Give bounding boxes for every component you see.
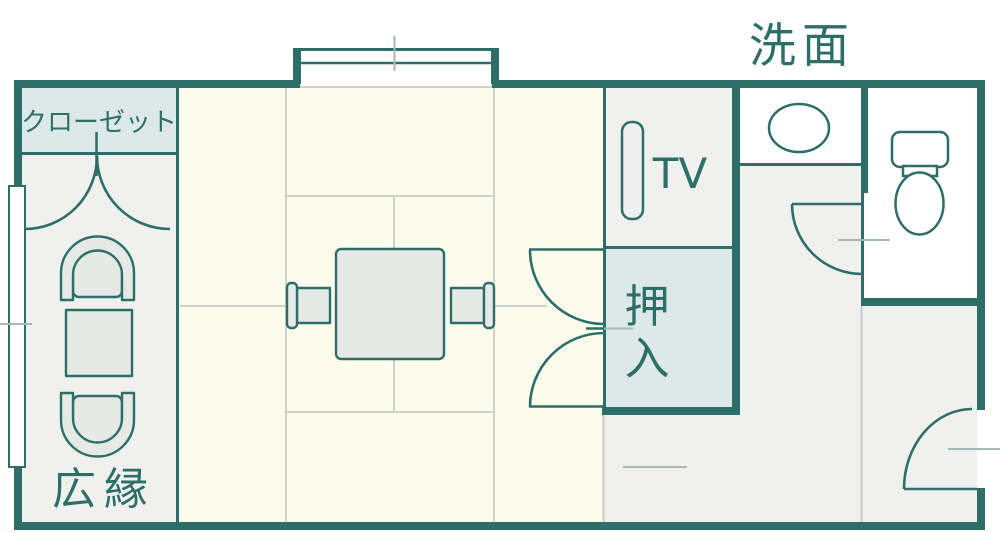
toilet (890, 130, 950, 236)
sink-basin (767, 102, 831, 154)
fusuma-swing-top (528, 249, 605, 326)
bay-window-post-right (491, 48, 499, 84)
tv-stand (620, 120, 645, 221)
fusuma-swing-bottom (528, 331, 605, 408)
floor-joint-lines (602, 306, 863, 522)
armchair-bottom (59, 391, 136, 458)
floor-chair-right-seat (449, 286, 486, 325)
entrance-door-swing (902, 407, 973, 490)
floor-chair-left-back (285, 281, 299, 330)
bay-window-post-left (293, 48, 301, 84)
room-entry-floor (861, 306, 977, 522)
wall-left-bottom (14, 464, 22, 530)
wall-right-bottom (977, 488, 985, 530)
side-table (64, 308, 134, 378)
toilet-bowl (894, 171, 945, 236)
closet-double-swing (24, 155, 171, 231)
tatami-furniture (285, 247, 496, 361)
floor-chair-left-seat (295, 286, 332, 325)
label-futon-closet-top: 押 (624, 280, 669, 333)
room-closet-floor (22, 88, 177, 153)
closet-door-swing-right (95, 155, 171, 231)
washroom-door-swing (790, 203, 863, 276)
room-corridor-floor (740, 165, 862, 522)
room-entry-hall-floor (604, 415, 740, 522)
wall-left-top (14, 80, 22, 190)
label-washbasin: 洗面 (749, 19, 855, 74)
closet-door-swing-left (24, 155, 99, 231)
fusuma-double-swing (528, 248, 633, 408)
veranda-furniture (59, 235, 136, 458)
wall-top-left (14, 80, 300, 88)
wall-bottom (14, 522, 985, 530)
label-veranda: 広縁 (52, 464, 156, 515)
wall-washbasin-toilet (861, 88, 868, 193)
wall-top-right (492, 80, 985, 88)
wall-toilet-bottom (861, 298, 985, 306)
washroom-door (790, 202, 890, 276)
label-tv: TV (652, 149, 708, 198)
wall-tv-closet-right (732, 88, 740, 415)
label-futon-closet-bottom: 入 (624, 332, 669, 385)
entrance-door (902, 407, 1000, 491)
top-bay-window (300, 36, 491, 71)
wall-right-top (977, 80, 985, 410)
label-closet: クローゼット (21, 108, 177, 138)
wall-futon-closet-bottom (602, 407, 740, 415)
floor-chair-right-back (482, 281, 496, 330)
toilet-tank (890, 130, 950, 169)
left-window (0, 185, 32, 468)
low-table (334, 247, 446, 361)
walls (14, 48, 985, 530)
armchair-top (59, 235, 136, 302)
partitions (22, 88, 864, 522)
